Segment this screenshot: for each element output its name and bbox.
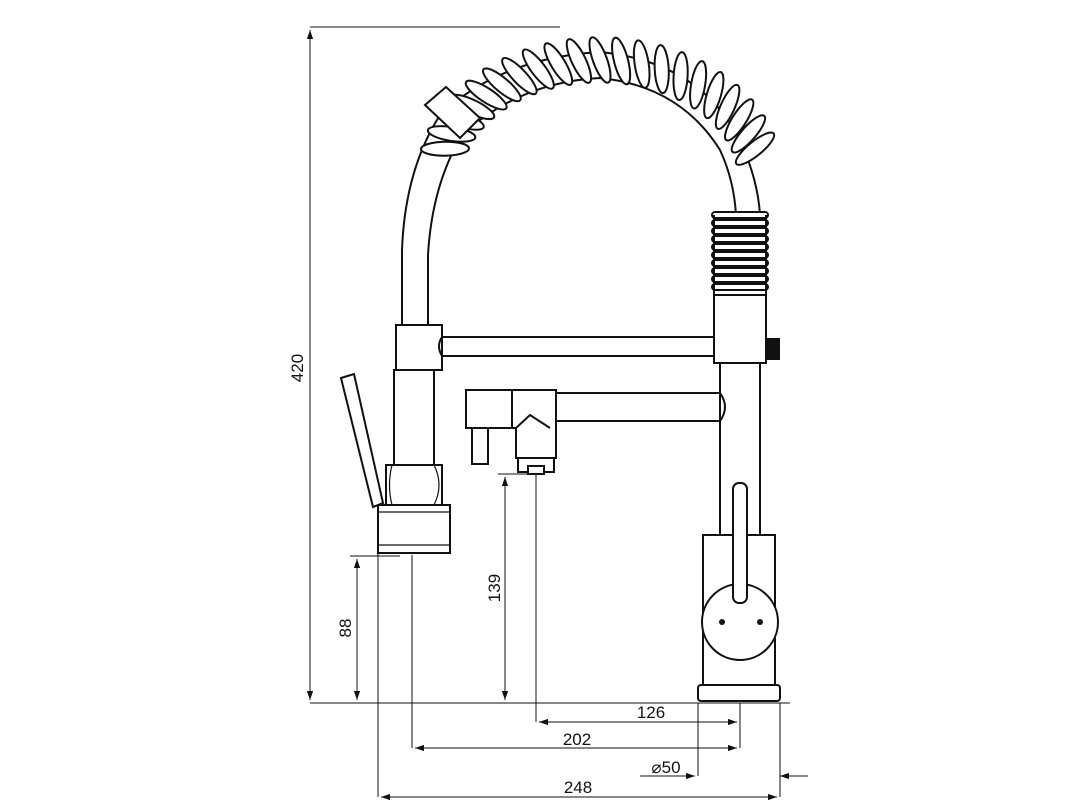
coil-ring xyxy=(711,267,769,275)
coil-loop xyxy=(703,71,725,120)
lower-arm xyxy=(465,389,726,475)
side-lever xyxy=(339,372,385,509)
coil-loop xyxy=(724,98,755,142)
base-plate xyxy=(697,684,781,702)
coil-loop xyxy=(420,140,470,157)
coil-loop xyxy=(521,48,555,90)
dim-126: 126 xyxy=(637,703,665,722)
dim-248: 248 xyxy=(564,778,592,797)
dim-88: 88 xyxy=(336,619,355,638)
dim-420: 420 xyxy=(288,354,307,382)
coil-loop xyxy=(588,36,612,84)
coil-loop xyxy=(689,60,708,110)
upper-arm xyxy=(438,336,715,357)
dim-139: 139 xyxy=(485,574,504,602)
coil-ring xyxy=(711,227,769,235)
coil-loop xyxy=(482,67,522,103)
coil-loop xyxy=(632,39,651,89)
coil-loop xyxy=(464,79,508,111)
coil-loop xyxy=(565,38,593,84)
spout-column xyxy=(377,324,451,554)
coil-loop xyxy=(734,131,776,166)
button-knob xyxy=(766,338,780,360)
coil-ring xyxy=(711,283,769,291)
coil-ring xyxy=(711,235,769,243)
sprayer-nozzle xyxy=(471,427,489,465)
body-column xyxy=(697,294,781,702)
coil-loop xyxy=(543,42,574,86)
coil-loop xyxy=(730,114,767,154)
coil-ring xyxy=(711,211,769,219)
coil-end-cap xyxy=(423,85,482,140)
coil-loop xyxy=(672,51,689,102)
top-lever xyxy=(732,482,748,604)
coil-loop xyxy=(501,56,538,96)
coil-loop xyxy=(611,36,632,86)
coil-ring xyxy=(711,243,769,251)
coil-ring xyxy=(711,219,769,227)
coil-loop xyxy=(653,44,670,95)
coil-ring xyxy=(711,275,769,283)
dim-202: 202 xyxy=(563,730,591,749)
dimension-lines: 420 88 139 126 202 ⌀50 248 xyxy=(288,26,808,801)
dim-50: ⌀50 xyxy=(651,758,680,777)
coil-ring xyxy=(711,259,769,267)
coil-ring xyxy=(711,251,769,259)
coil-loop xyxy=(714,83,741,130)
spring-coil xyxy=(401,36,776,325)
